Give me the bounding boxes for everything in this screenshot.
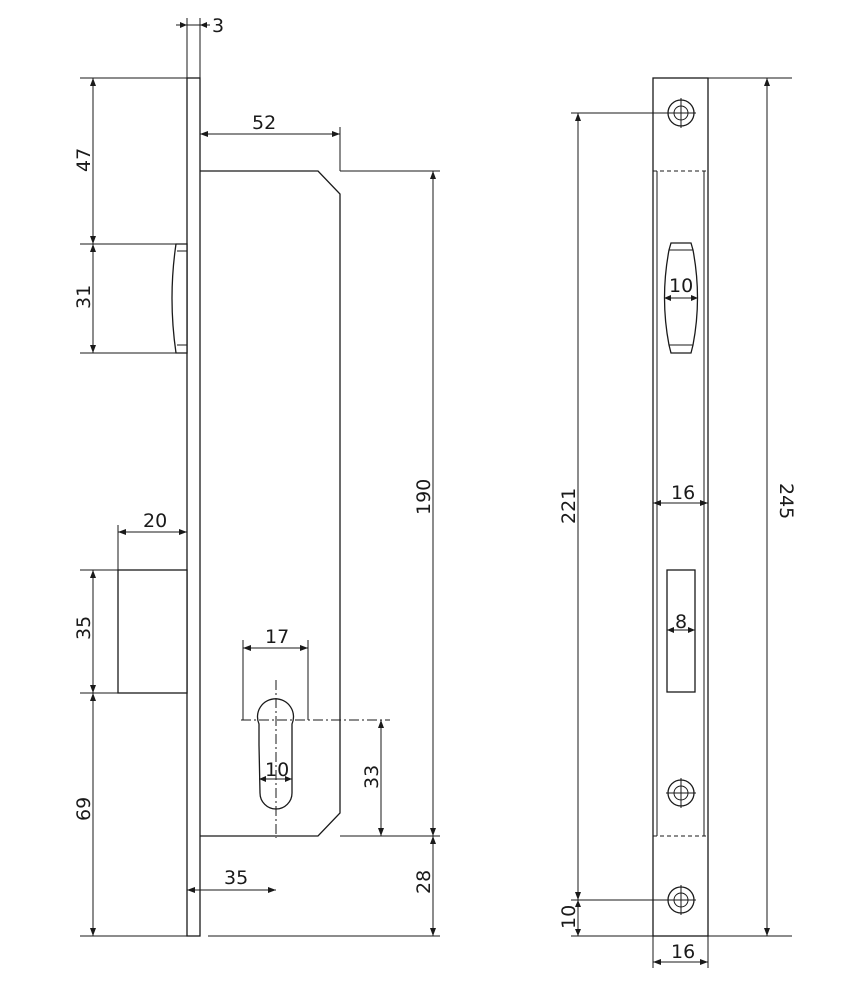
dim-label-35-backset: 35 bbox=[224, 867, 248, 889]
dim-label-10-cylinder: 10 bbox=[265, 759, 289, 781]
dim-label-35-bolt: 35 bbox=[73, 616, 95, 640]
dim-label-221: 221 bbox=[558, 488, 580, 524]
dim-label-16-mid: 16 bbox=[671, 482, 695, 504]
dim-label-52: 52 bbox=[252, 112, 276, 134]
latch-bolt bbox=[171, 243, 188, 354]
dim-label-190: 190 bbox=[413, 479, 435, 515]
dim-label-10-bottom: 10 bbox=[558, 905, 580, 929]
dim-label-47: 47 bbox=[73, 148, 95, 172]
side-view: 3 52 47 31 190 20 35 69 bbox=[73, 15, 440, 937]
dim-label-69: 69 bbox=[73, 797, 95, 821]
faceplate bbox=[186, 77, 201, 937]
dim-label-33: 33 bbox=[361, 765, 383, 789]
dim-label-17: 17 bbox=[265, 626, 289, 648]
dim-label-16-bottom: 16 bbox=[671, 941, 695, 963]
dim-label-31: 31 bbox=[73, 285, 95, 309]
dim-label-245: 245 bbox=[775, 483, 797, 519]
dim-label-3: 3 bbox=[212, 15, 224, 37]
dim-label-8: 8 bbox=[675, 611, 687, 633]
dead-bolt bbox=[117, 569, 188, 694]
dim-label-10-latch: 10 bbox=[669, 275, 693, 297]
front-view: 10 16 8 221 bbox=[558, 77, 797, 968]
dim-label-20: 20 bbox=[143, 510, 167, 532]
lock-case bbox=[200, 170, 341, 837]
dim-label-28: 28 bbox=[413, 870, 435, 894]
